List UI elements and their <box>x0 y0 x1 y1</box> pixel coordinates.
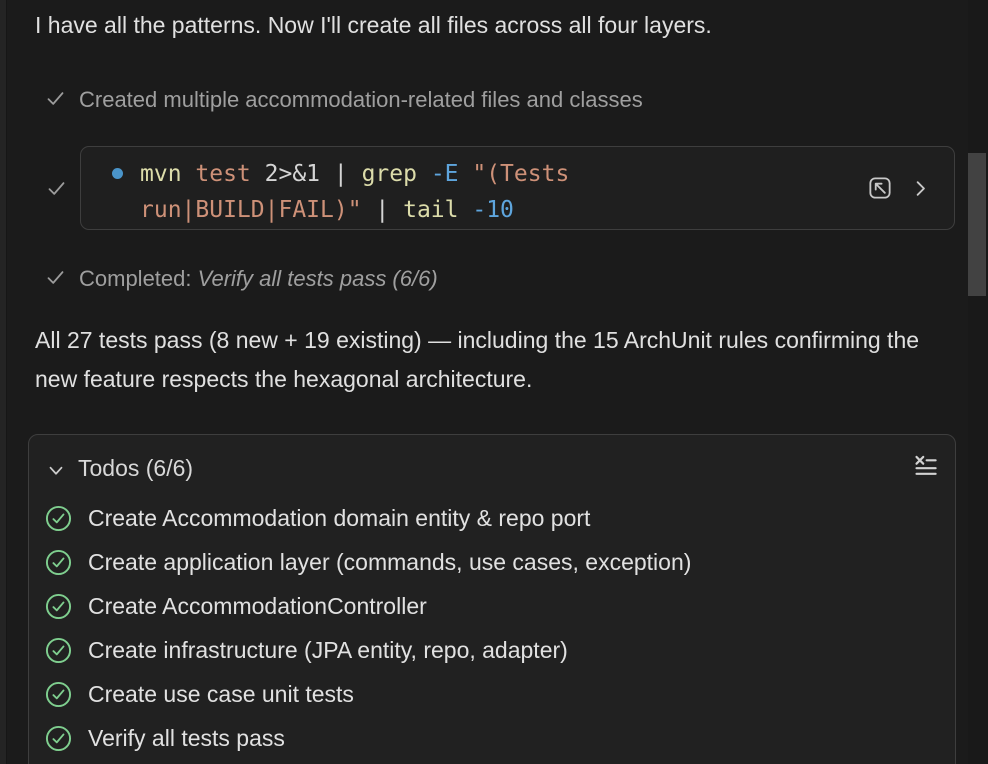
todo-item-label: Create infrastructure (JPA entity, repo,… <box>88 636 568 663</box>
step-created-files[interactable]: Created multiple accommodation-related f… <box>44 87 643 113</box>
todo-item: Create AccommodationController <box>29 584 955 628</box>
todo-item-label: Create application layer (commands, use … <box>88 548 692 575</box>
todo-item-label: Verify all tests pass <box>88 724 285 751</box>
scrollbar-thumb[interactable] <box>968 153 986 296</box>
todo-complete-icon <box>45 549 72 575</box>
check-icon <box>48 182 65 195</box>
todo-item-label: Create AccommodationController <box>88 592 427 619</box>
todos-panel: Todos (6/6) Create Accommodation domain … <box>28 434 956 764</box>
step-label: Created multiple accommodation-related f… <box>79 87 643 112</box>
checklist-icon[interactable] <box>912 453 939 480</box>
todo-item: Create use case unit tests <box>29 672 955 716</box>
todos-title: Todos (6/6) <box>78 455 194 481</box>
check-icon <box>47 271 64 284</box>
assistant-message: I have all the patterns. Now I'll create… <box>35 12 712 38</box>
insert-into-terminal-button[interactable] <box>865 173 895 203</box>
todo-complete-icon <box>45 725 72 751</box>
todo-item-label: Create Accommodation domain entity & rep… <box>88 504 591 531</box>
arrow-into-corner-icon <box>869 177 891 199</box>
todo-complete-icon <box>45 593 72 619</box>
check-icon <box>47 92 64 105</box>
completed-task-name: Verify all tests pass (6/6) <box>197 266 438 291</box>
chevron-down-icon <box>49 466 63 475</box>
panel-left-edge <box>0 0 7 764</box>
todo-complete-icon <box>45 505 72 531</box>
terminal-bullet-icon <box>112 168 123 179</box>
todo-item: Create infrastructure (JPA entity, repo,… <box>29 628 955 672</box>
expand-command-button[interactable] <box>909 177 932 200</box>
todo-item: Create application layer (commands, use … <box>29 540 955 584</box>
scrollbar-track[interactable] <box>968 0 988 764</box>
todo-complete-icon <box>45 681 72 707</box>
step-completed-task[interactable]: Completed: Verify all tests pass (6/6) <box>44 266 438 292</box>
assistant-summary: All 27 tests pass (8 new + 19 existing) … <box>35 327 920 392</box>
step-label: Completed: Verify all tests pass (6/6) <box>79 266 438 291</box>
todo-list: Create Accommodation domain entity & rep… <box>29 496 955 760</box>
todo-item: Verify all tests pass <box>29 716 955 760</box>
chevron-right-icon <box>916 180 925 196</box>
todo-complete-icon <box>45 637 72 663</box>
todos-header[interactable]: Todos (6/6) <box>29 435 955 487</box>
todo-item: Create Accommodation domain entity & rep… <box>29 496 955 540</box>
todo-item-label: Create use case unit tests <box>88 680 354 707</box>
